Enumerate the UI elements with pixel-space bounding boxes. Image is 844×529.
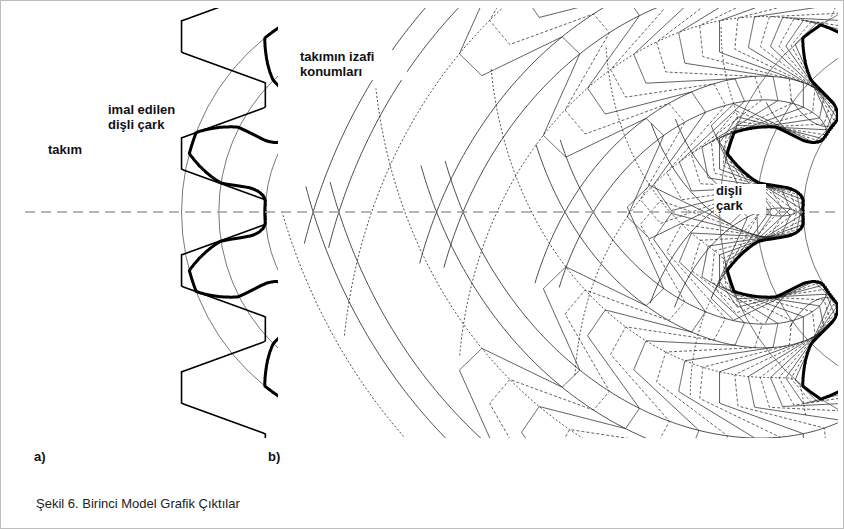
gear-circle (182, 8, 278, 435)
tool-position (588, 8, 838, 438)
tool-trajectory (306, 186, 838, 438)
tool-position (460, 8, 838, 438)
figure-label: dişli çark (714, 184, 766, 214)
tool-position (522, 8, 838, 438)
tool-trajectory (344, 8, 838, 336)
tool-trajectory (535, 76, 838, 283)
tool-trajectory (421, 165, 838, 438)
figure-label: takımın izafi konumları (298, 50, 407, 80)
tool-trajectory (650, 119, 803, 303)
tool-trajectory (560, 140, 826, 324)
tool-position (622, 8, 838, 438)
tool-trajectory (420, 8, 838, 263)
tool-position (490, 8, 838, 438)
tool-trajectory (282, 110, 838, 438)
tool-position (622, 8, 838, 438)
tool-trajectory (606, 46, 726, 395)
caption: Şekil 6. Birinci Model Grafik Çıktılar (36, 496, 240, 511)
panel-b (282, 8, 838, 438)
figure-label: b) (266, 450, 282, 465)
tool-trajectory (444, 8, 838, 268)
gear-circle (720, 8, 838, 435)
figure-label: a) (32, 450, 48, 465)
tool-position (655, 8, 838, 438)
tool-trajectory (460, 8, 837, 355)
panel-a (42, 8, 278, 438)
tool-trajectory (536, 144, 838, 347)
figure-label: takım (46, 143, 96, 158)
tool-trajectory (330, 182, 838, 438)
tool-position (555, 8, 838, 438)
tool-rack (42, 8, 265, 438)
tool-position (655, 8, 838, 438)
tool-trajectory (304, 8, 838, 244)
tool-position (490, 8, 838, 438)
tool-trajectory (376, 89, 838, 438)
tool-position (555, 8, 838, 438)
figure-label: imal edilen dişli çark (106, 103, 190, 133)
tool-position (588, 8, 838, 438)
tool-position (720, 8, 804, 438)
